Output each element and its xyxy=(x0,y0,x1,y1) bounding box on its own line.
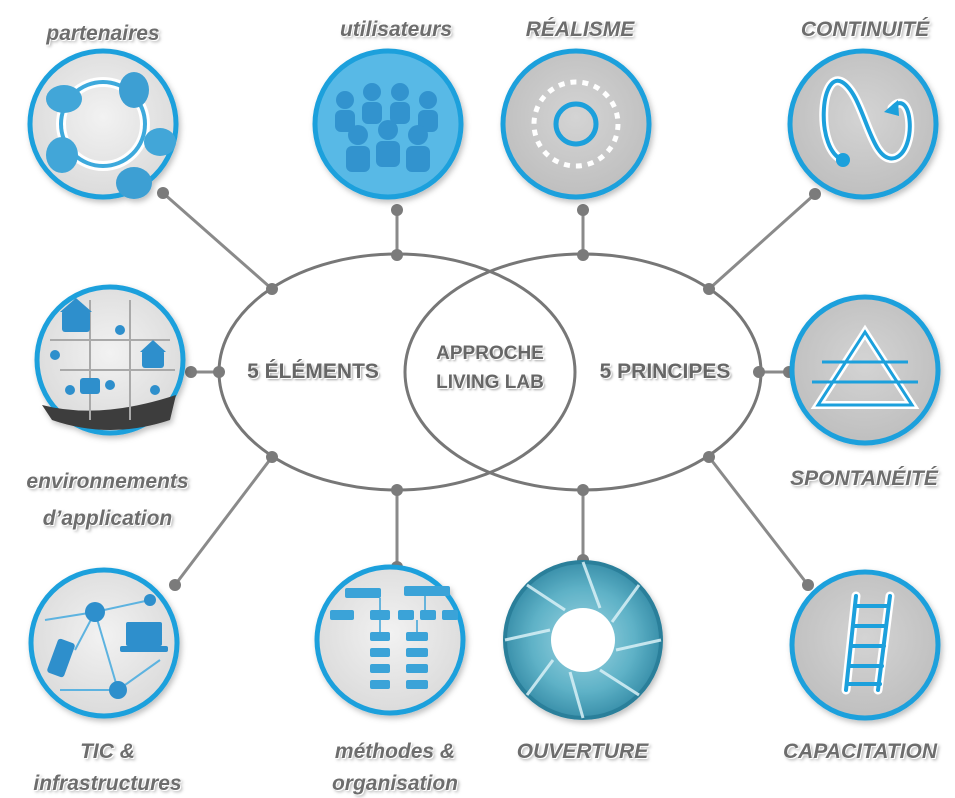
ouverture-label: OUVERTURE xyxy=(516,740,649,763)
spontaneite-label: SPONTANÉITÉ xyxy=(790,467,938,490)
methodes-label-line1: méthodes & xyxy=(334,740,456,763)
approach-title-line1: APPROCHE xyxy=(436,343,544,364)
environnements-label-line1: environnements xyxy=(26,470,189,493)
org-chart-icon xyxy=(314,564,466,716)
hands-circle-icon xyxy=(27,48,179,200)
network-devices-icon xyxy=(28,567,180,719)
methodes-label-line2: organisation xyxy=(331,772,458,795)
ladder-icon xyxy=(789,569,941,721)
tic-label-line2: infrastructures xyxy=(33,772,182,795)
environnements-label-line2: d’application xyxy=(42,507,173,530)
principles-title: 5 PRINCIPES xyxy=(599,360,731,383)
realisme-label: RÉALISME xyxy=(525,18,635,41)
utilisateurs-label: utilisateurs xyxy=(339,18,453,41)
pyramid-icon xyxy=(789,294,941,446)
continuite-label: CONTINUITÉ xyxy=(800,18,930,41)
partenaires-label: partenaires xyxy=(46,22,160,45)
connector-dots xyxy=(157,187,821,591)
crowd-icon xyxy=(312,48,464,200)
tic-label-line1: TIC & xyxy=(80,740,135,763)
loop-arrow-icon xyxy=(787,48,939,200)
aperture-icon xyxy=(503,560,663,720)
elements-title: 5 ÉLÉMENTS xyxy=(247,360,379,383)
target-rings-icon xyxy=(500,48,652,200)
capacitation-label: CAPACITATION xyxy=(783,740,937,763)
city-map-icon xyxy=(34,284,186,436)
approach-title-line2: LIVING LAB xyxy=(436,372,544,393)
